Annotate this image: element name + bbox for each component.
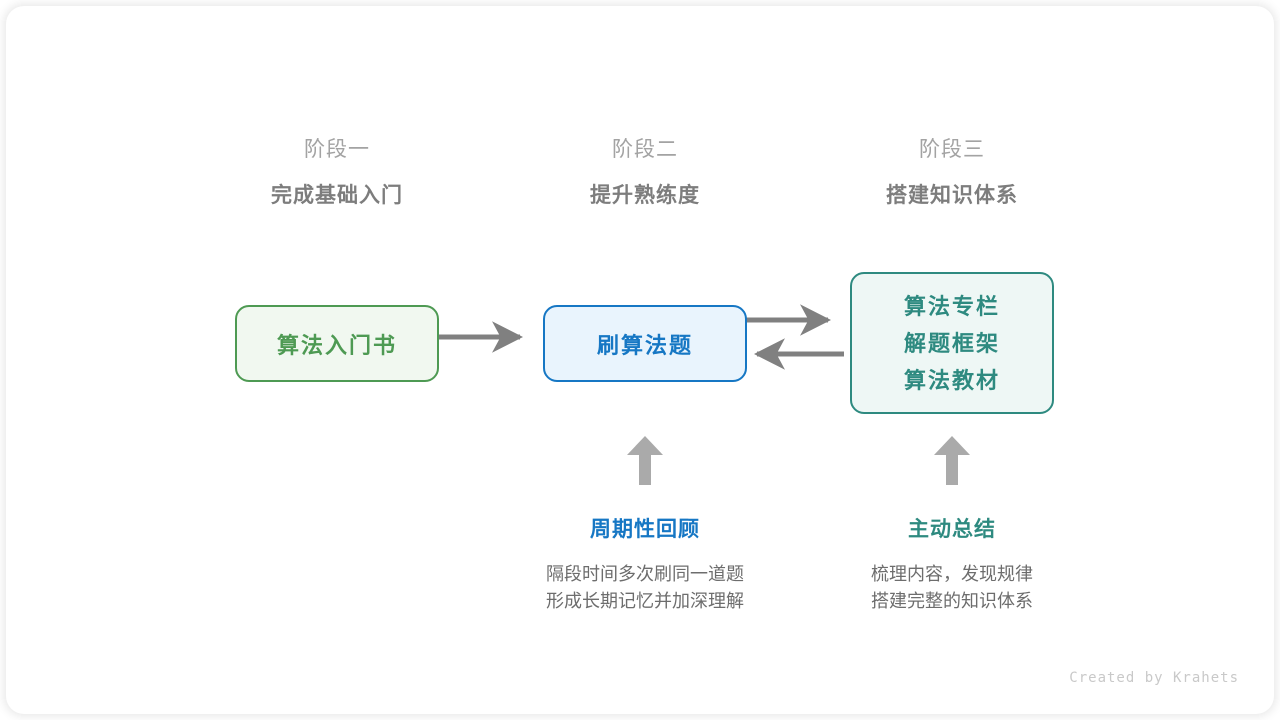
node-label: 刷算法题 bbox=[596, 332, 693, 358]
diagram-canvas: 阶段一 完成基础入门 阶段二 提升熟练度 阶段三 搭建知识体系 算 bbox=[6, 6, 1274, 714]
node-algorithm-intro-book[interactable]: 算法入门书 bbox=[235, 305, 439, 382]
node-knowledge-resources[interactable]: 算法专栏 解题框架 算法教材 bbox=[850, 272, 1054, 414]
note-description-line-2: 形成长期记忆并加深理解 bbox=[546, 591, 744, 611]
node-label-line-3: 算法教材 bbox=[903, 367, 1000, 393]
node-label: 算法入门书 bbox=[276, 332, 397, 358]
note-title: 主动总结 bbox=[908, 518, 996, 541]
stage-title-label: 搭建知识体系 bbox=[886, 184, 1018, 207]
stage-title-label: 提升熟练度 bbox=[590, 184, 700, 207]
note-description-line-1: 梳理内容，发现规律 bbox=[871, 564, 1033, 584]
node-label-line-2: 解题框架 bbox=[903, 330, 1000, 356]
stage-title-label: 完成基础入门 bbox=[271, 184, 403, 207]
stage-header-2: 阶段二 提升熟练度 bbox=[525, 135, 765, 211]
note-description-line-2: 搭建完整的知识体系 bbox=[871, 591, 1033, 611]
note-description: 隔段时间多次刷同一道题 形成长期记忆并加深理解 bbox=[495, 561, 795, 615]
node-practice-problems[interactable]: 刷算法题 bbox=[543, 305, 747, 382]
stage-index-label: 阶段一 bbox=[304, 138, 370, 161]
stage-header-1: 阶段一 完成基础入门 bbox=[217, 135, 457, 211]
up-arrow-review bbox=[627, 436, 663, 485]
note-title: 周期性回顾 bbox=[590, 518, 700, 541]
stage-index-label: 阶段三 bbox=[919, 138, 985, 161]
footer-credit: Created by Krahets bbox=[1069, 670, 1239, 686]
note-active-summary: 主动总结 梳理内容，发现规律 搭建完整的知识体系 bbox=[802, 515, 1102, 615]
note-description: 梳理内容，发现规律 搭建完整的知识体系 bbox=[802, 561, 1102, 615]
stage-header-3: 阶段三 搭建知识体系 bbox=[832, 135, 1072, 211]
note-periodic-review: 周期性回顾 隔段时间多次刷同一道题 形成长期记忆并加深理解 bbox=[495, 515, 795, 615]
note-description-line-1: 隔段时间多次刷同一道题 bbox=[546, 564, 744, 584]
up-arrow-summary bbox=[934, 436, 970, 485]
node-label-line-1: 算法专栏 bbox=[903, 293, 1000, 319]
stage-index-label: 阶段二 bbox=[612, 138, 678, 161]
